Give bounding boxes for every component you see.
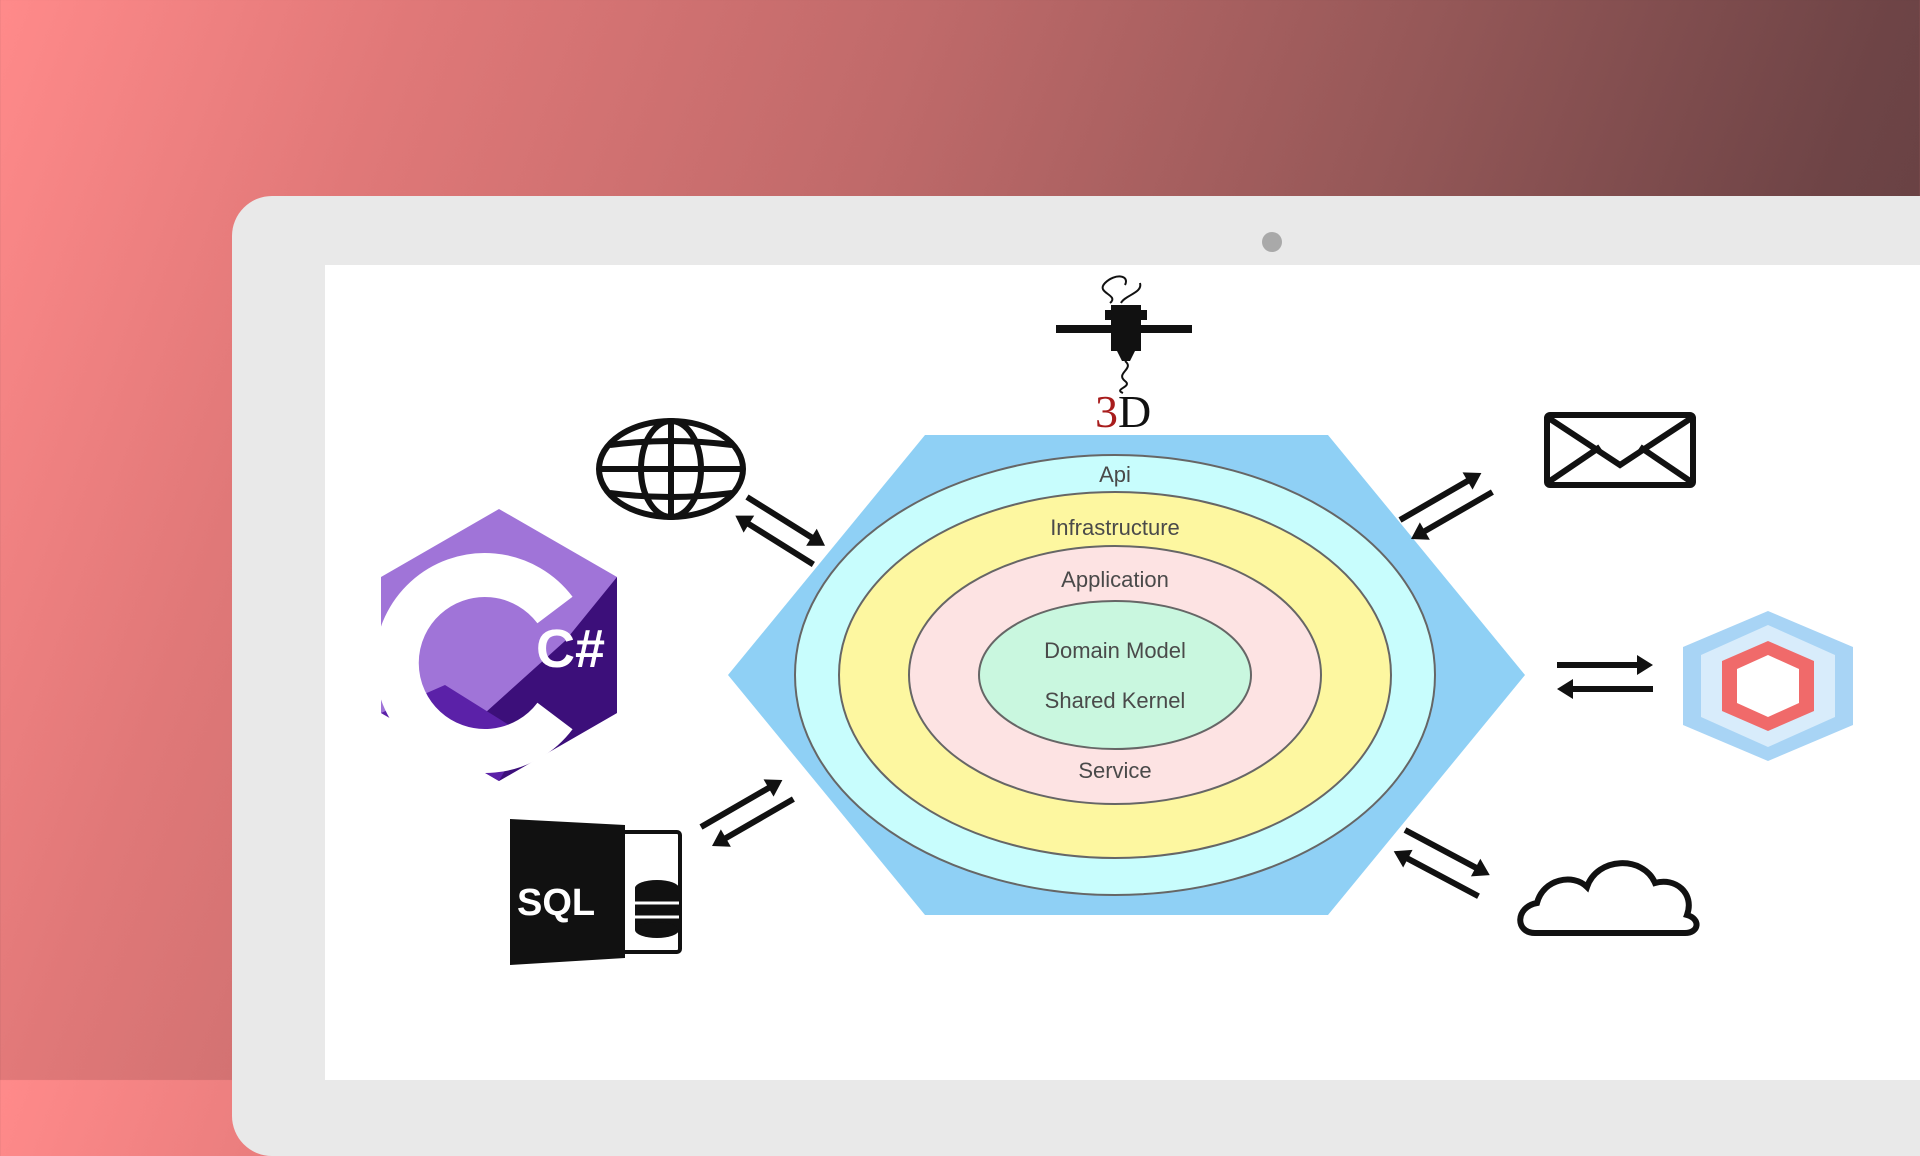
sql-label: SQL xyxy=(517,882,595,924)
csharp-logo: C# xyxy=(374,509,617,781)
cloud-icon xyxy=(1517,860,1700,936)
domain-core xyxy=(978,600,1252,750)
hexagon-logo-icon xyxy=(1683,611,1853,761)
infrastructure-label: Infrastructure xyxy=(1050,515,1180,540)
laptop-camera xyxy=(1262,232,1282,252)
domain-model-label: Domain Model xyxy=(1044,638,1186,663)
service-label: Service xyxy=(1078,758,1151,783)
3d-printer-icon: 3D xyxy=(1056,275,1192,437)
3d-label: 3D xyxy=(1095,386,1151,437)
sql-database-icon: SQL xyxy=(510,819,682,965)
arrows-cloud xyxy=(1393,827,1490,899)
arrows-sql xyxy=(699,779,795,847)
application-label: Application xyxy=(1061,567,1169,592)
arrows-mail xyxy=(1398,472,1494,540)
csharp-symbol: C# xyxy=(536,619,605,679)
globe-icon xyxy=(596,418,746,520)
arrows-hex-logo xyxy=(1557,655,1653,699)
api-label: Api xyxy=(1099,462,1131,487)
mail-icon xyxy=(1544,412,1696,488)
shared-kernel-label: Shared Kernel xyxy=(1045,688,1186,713)
clean-architecture-diagram: Api Infrastructure Application Domain Mo… xyxy=(374,275,1853,965)
arrows-globe xyxy=(735,494,826,567)
laptop-screen: Api Infrastructure Application Domain Mo… xyxy=(325,265,1920,1080)
